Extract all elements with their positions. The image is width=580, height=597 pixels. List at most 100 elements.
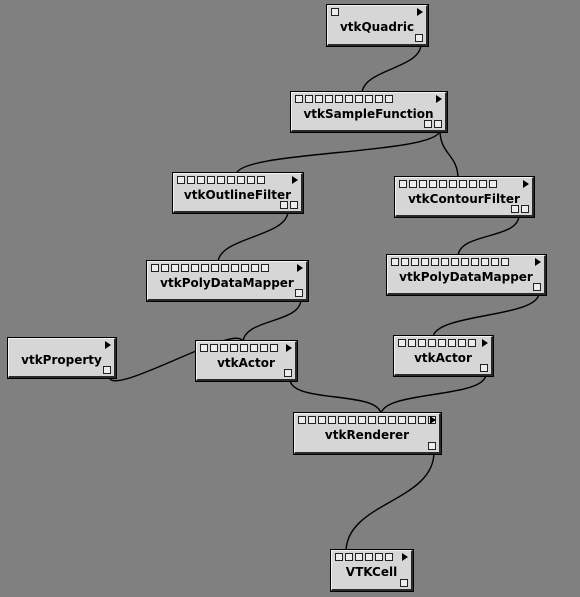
output-port[interactable] bbox=[103, 366, 111, 374]
input-port[interactable] bbox=[449, 180, 457, 188]
input-port[interactable] bbox=[358, 416, 366, 424]
input-port[interactable] bbox=[439, 180, 447, 188]
module-menu-arrow-icon[interactable] bbox=[535, 258, 541, 266]
input-port[interactable] bbox=[421, 258, 429, 266]
module-pdm2[interactable]: vtkPolyDataMapper bbox=[386, 254, 547, 296]
input-port[interactable] bbox=[325, 95, 333, 103]
input-port[interactable] bbox=[391, 258, 399, 266]
input-port[interactable] bbox=[295, 95, 303, 103]
output-port[interactable] bbox=[428, 442, 436, 450]
input-port[interactable] bbox=[365, 95, 373, 103]
connection-contour-to-pdm2[interactable] bbox=[457, 214, 520, 258]
input-port[interactable] bbox=[365, 553, 373, 561]
input-port[interactable] bbox=[260, 344, 268, 352]
module-actor2[interactable]: vtkActor bbox=[393, 335, 494, 377]
input-port[interactable] bbox=[481, 258, 489, 266]
output-port[interactable] bbox=[415, 34, 423, 42]
input-port[interactable] bbox=[305, 95, 313, 103]
connection-sample-to-outline[interactable] bbox=[235, 129, 441, 176]
connection-quadric-to-sample[interactable] bbox=[361, 43, 422, 95]
input-port[interactable] bbox=[418, 416, 426, 424]
input-port[interactable] bbox=[461, 258, 469, 266]
input-port[interactable] bbox=[378, 416, 386, 424]
input-port[interactable] bbox=[220, 344, 228, 352]
input-port[interactable] bbox=[491, 258, 499, 266]
input-port[interactable] bbox=[411, 258, 419, 266]
module-outline[interactable]: vtkOutlineFilter bbox=[172, 172, 304, 214]
input-port[interactable] bbox=[177, 176, 185, 184]
input-port[interactable] bbox=[409, 180, 417, 188]
connection-sample-to-contour[interactable] bbox=[439, 129, 459, 180]
input-port[interactable] bbox=[247, 176, 255, 184]
module-menu-arrow-icon[interactable] bbox=[482, 339, 488, 347]
input-port[interactable] bbox=[468, 339, 476, 347]
input-port[interactable] bbox=[181, 264, 189, 272]
module-pdm1[interactable]: vtkPolyDataMapper bbox=[146, 260, 309, 302]
input-port[interactable] bbox=[375, 95, 383, 103]
module-actor1[interactable]: vtkActor bbox=[195, 340, 298, 382]
output-port[interactable] bbox=[533, 283, 541, 291]
module-renderer[interactable]: vtkRenderer bbox=[293, 412, 442, 455]
input-port[interactable] bbox=[489, 180, 497, 188]
input-port[interactable] bbox=[251, 264, 259, 272]
input-port[interactable] bbox=[438, 339, 446, 347]
input-port[interactable] bbox=[431, 258, 439, 266]
connection-property-to-actor1[interactable] bbox=[108, 337, 244, 382]
module-contour[interactable]: vtkContourFilter bbox=[394, 176, 535, 218]
module-menu-arrow-icon[interactable] bbox=[292, 176, 298, 184]
input-port[interactable] bbox=[230, 344, 238, 352]
connection-renderer-to-vtkcell[interactable] bbox=[345, 451, 435, 553]
input-port[interactable] bbox=[419, 180, 427, 188]
output-port[interactable] bbox=[284, 369, 292, 377]
input-port[interactable] bbox=[318, 416, 326, 424]
input-port[interactable] bbox=[355, 553, 363, 561]
input-port[interactable] bbox=[375, 553, 383, 561]
input-port[interactable] bbox=[479, 180, 487, 188]
module-menu-arrow-icon[interactable] bbox=[430, 416, 436, 424]
input-port[interactable] bbox=[471, 258, 479, 266]
input-port[interactable] bbox=[429, 180, 437, 188]
input-port[interactable] bbox=[418, 339, 426, 347]
output-port[interactable] bbox=[290, 201, 298, 209]
input-port[interactable] bbox=[368, 416, 376, 424]
input-port[interactable] bbox=[401, 258, 409, 266]
module-property[interactable]: vtkProperty bbox=[7, 337, 117, 379]
module-sample[interactable]: vtkSampleFunction bbox=[290, 91, 448, 133]
output-port[interactable] bbox=[400, 579, 408, 587]
input-port[interactable] bbox=[441, 258, 449, 266]
output-port[interactable] bbox=[424, 120, 432, 128]
input-port[interactable] bbox=[210, 344, 218, 352]
connection-outline-to-pdm1[interactable] bbox=[217, 210, 289, 264]
input-port[interactable] bbox=[388, 416, 396, 424]
output-port[interactable] bbox=[480, 364, 488, 372]
input-port[interactable] bbox=[335, 95, 343, 103]
input-port[interactable] bbox=[348, 416, 356, 424]
input-port[interactable] bbox=[335, 553, 343, 561]
input-port[interactable] bbox=[408, 416, 416, 424]
input-port[interactable] bbox=[345, 553, 353, 561]
connection-pdm2-to-actor2[interactable] bbox=[432, 292, 540, 339]
input-port[interactable] bbox=[385, 553, 393, 561]
input-port[interactable] bbox=[171, 264, 179, 272]
module-menu-arrow-icon[interactable] bbox=[436, 95, 442, 103]
input-port[interactable] bbox=[217, 176, 225, 184]
output-port[interactable] bbox=[521, 205, 529, 213]
input-port[interactable] bbox=[328, 416, 336, 424]
input-port[interactable] bbox=[428, 339, 436, 347]
output-port[interactable] bbox=[295, 289, 303, 297]
input-port[interactable] bbox=[451, 258, 459, 266]
input-port[interactable] bbox=[448, 339, 456, 347]
input-port[interactable] bbox=[308, 416, 316, 424]
output-port[interactable] bbox=[434, 120, 442, 128]
input-port[interactable] bbox=[187, 176, 195, 184]
input-port[interactable] bbox=[408, 339, 416, 347]
input-port[interactable] bbox=[201, 264, 209, 272]
module-quadric[interactable]: vtkQuadric bbox=[326, 4, 429, 47]
input-port[interactable] bbox=[211, 264, 219, 272]
input-port[interactable] bbox=[161, 264, 169, 272]
input-port[interactable] bbox=[207, 176, 215, 184]
input-port[interactable] bbox=[331, 8, 339, 16]
input-port[interactable] bbox=[459, 180, 467, 188]
input-port[interactable] bbox=[469, 180, 477, 188]
